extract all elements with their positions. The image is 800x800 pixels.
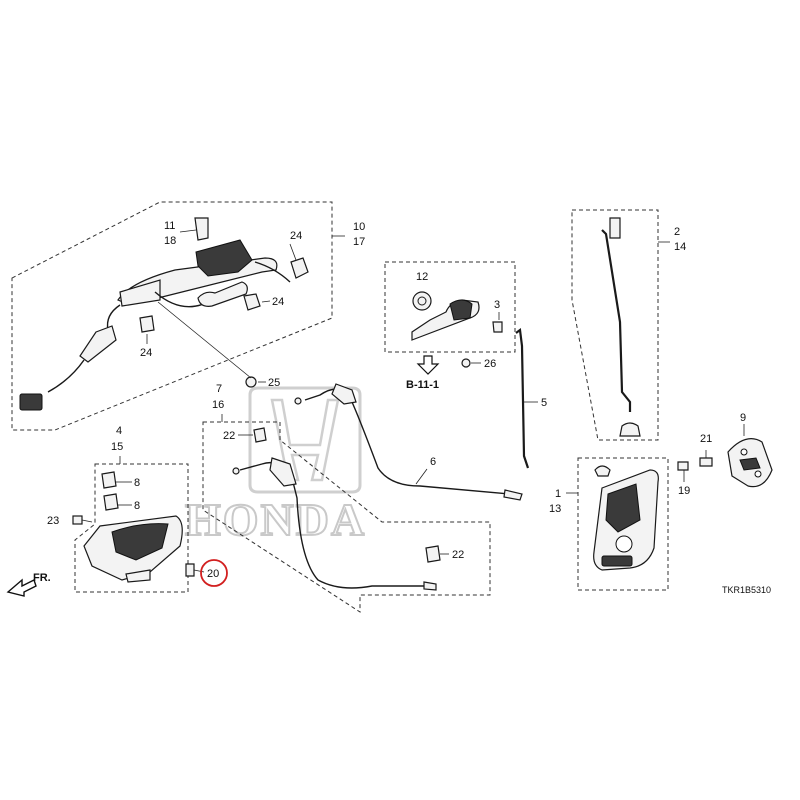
callout-1: 1 [555,488,561,500]
cable-6-end [331,383,357,405]
callout-2: 2 [674,226,680,238]
callout-13: 13 [549,503,561,515]
highlight-ring [200,559,228,587]
callout-16: 16 [212,399,224,411]
callouts: 11 18 24 10 17 24 24 25 12 3 26 5 2 14 9… [47,220,746,580]
screw-19 [677,461,689,471]
callout-8-bottom: 8 [134,500,140,512]
inside-handle-group [72,456,205,593]
clip-22-top [253,427,267,443]
honda-watermark: HONDA [184,386,366,546]
callout-14: 14 [674,241,686,253]
grommet-12 [412,291,432,311]
callout-24-mid: 24 [272,296,284,308]
handle-mechanism [195,239,253,277]
callout-18: 18 [164,235,176,247]
handle-connector [19,393,43,411]
callout-9: 9 [740,412,746,424]
clip-24-left [139,315,155,333]
screw-20 [185,563,195,577]
callout-17: 17 [353,236,365,248]
callout-20: 20 [207,568,219,580]
clip-22-bottom [425,545,441,563]
callout-22-bottom: 22 [452,549,464,561]
callout-3: 3 [494,299,500,311]
cable-7-end [269,457,297,487]
callout-5: 5 [541,397,547,409]
actuator-group [384,261,516,375]
bolt-25 [245,376,257,388]
bolt-26 [461,358,471,368]
clip-8-bottom [103,493,119,511]
rod-5 [515,327,538,469]
watermark-text: HONDA [185,494,366,545]
diagram-code: TKR1B5310 [722,585,771,595]
callout-25: 25 [268,377,280,389]
front-label: FR. [33,572,51,584]
callout-21: 21 [700,433,712,445]
callout-12: 12 [416,271,428,283]
reference-label: B-11-1 [406,379,439,391]
callout-7: 7 [216,383,222,395]
clip-23 [72,515,83,525]
front-indicator: FR. [6,572,51,597]
callout-24-left: 24 [140,347,152,359]
callout-11: 11 [164,220,175,232]
striker-screw-21 [699,457,713,467]
rod-guide-clip [619,422,641,437]
front-arrow-icon [6,578,37,597]
callout-19: 19 [678,485,690,497]
striker-group [677,424,773,488]
rod-clip [609,217,621,239]
callout-8-top: 8 [134,477,140,489]
reference-arrow [416,355,440,375]
clip-3 [492,321,503,333]
latch-group [566,457,669,591]
callout-24-top: 24 [290,230,302,242]
outside-handle-group [11,201,345,431]
clip-8-top [101,471,117,489]
callout-10: 10 [353,221,365,233]
callout-4: 4 [116,425,122,437]
callout-15: 15 [111,441,123,453]
callout-6: 6 [430,456,436,468]
callout-23: 23 [47,515,59,527]
callout-26: 26 [484,358,496,370]
clip-24-mid [243,293,261,311]
rod-group [571,209,670,441]
clip-11-18 [194,217,209,241]
cable-group [202,383,523,613]
latch-grommet [594,465,611,477]
clip-24-top [290,257,309,279]
callout-22-top: 22 [223,430,235,442]
